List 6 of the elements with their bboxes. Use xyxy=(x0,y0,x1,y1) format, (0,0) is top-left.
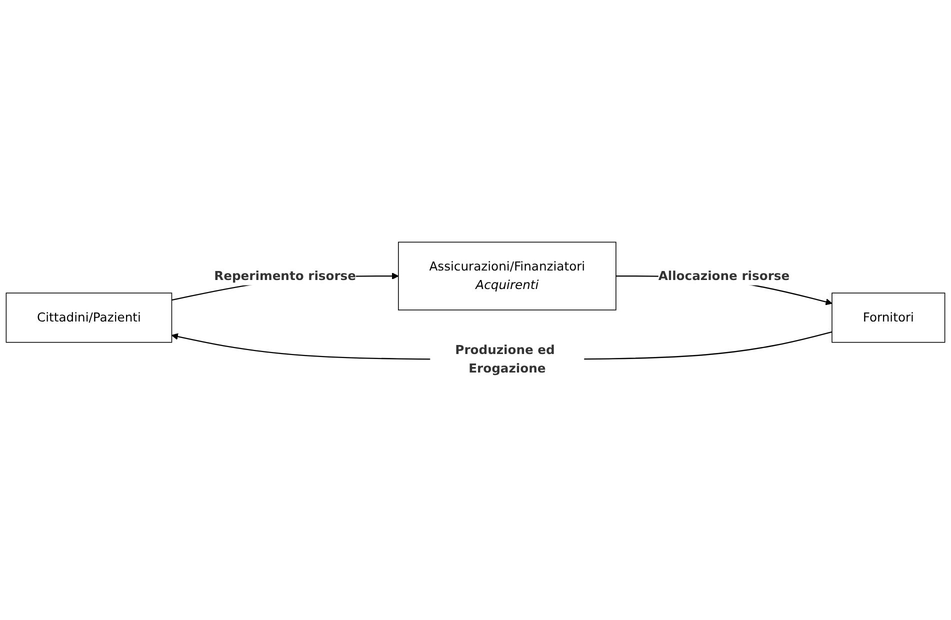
edge-label: Produzione ed Erogazione xyxy=(455,342,555,376)
node-box: Fornitori xyxy=(832,292,946,343)
node-box: Cittadini/Pazienti xyxy=(6,292,172,343)
edge-label: Reperimento risorse xyxy=(214,268,356,284)
node-box: Assicurazioni/Finanziatori Acquirenti xyxy=(398,242,616,310)
edge-label: Allocazione risorse xyxy=(658,268,790,284)
